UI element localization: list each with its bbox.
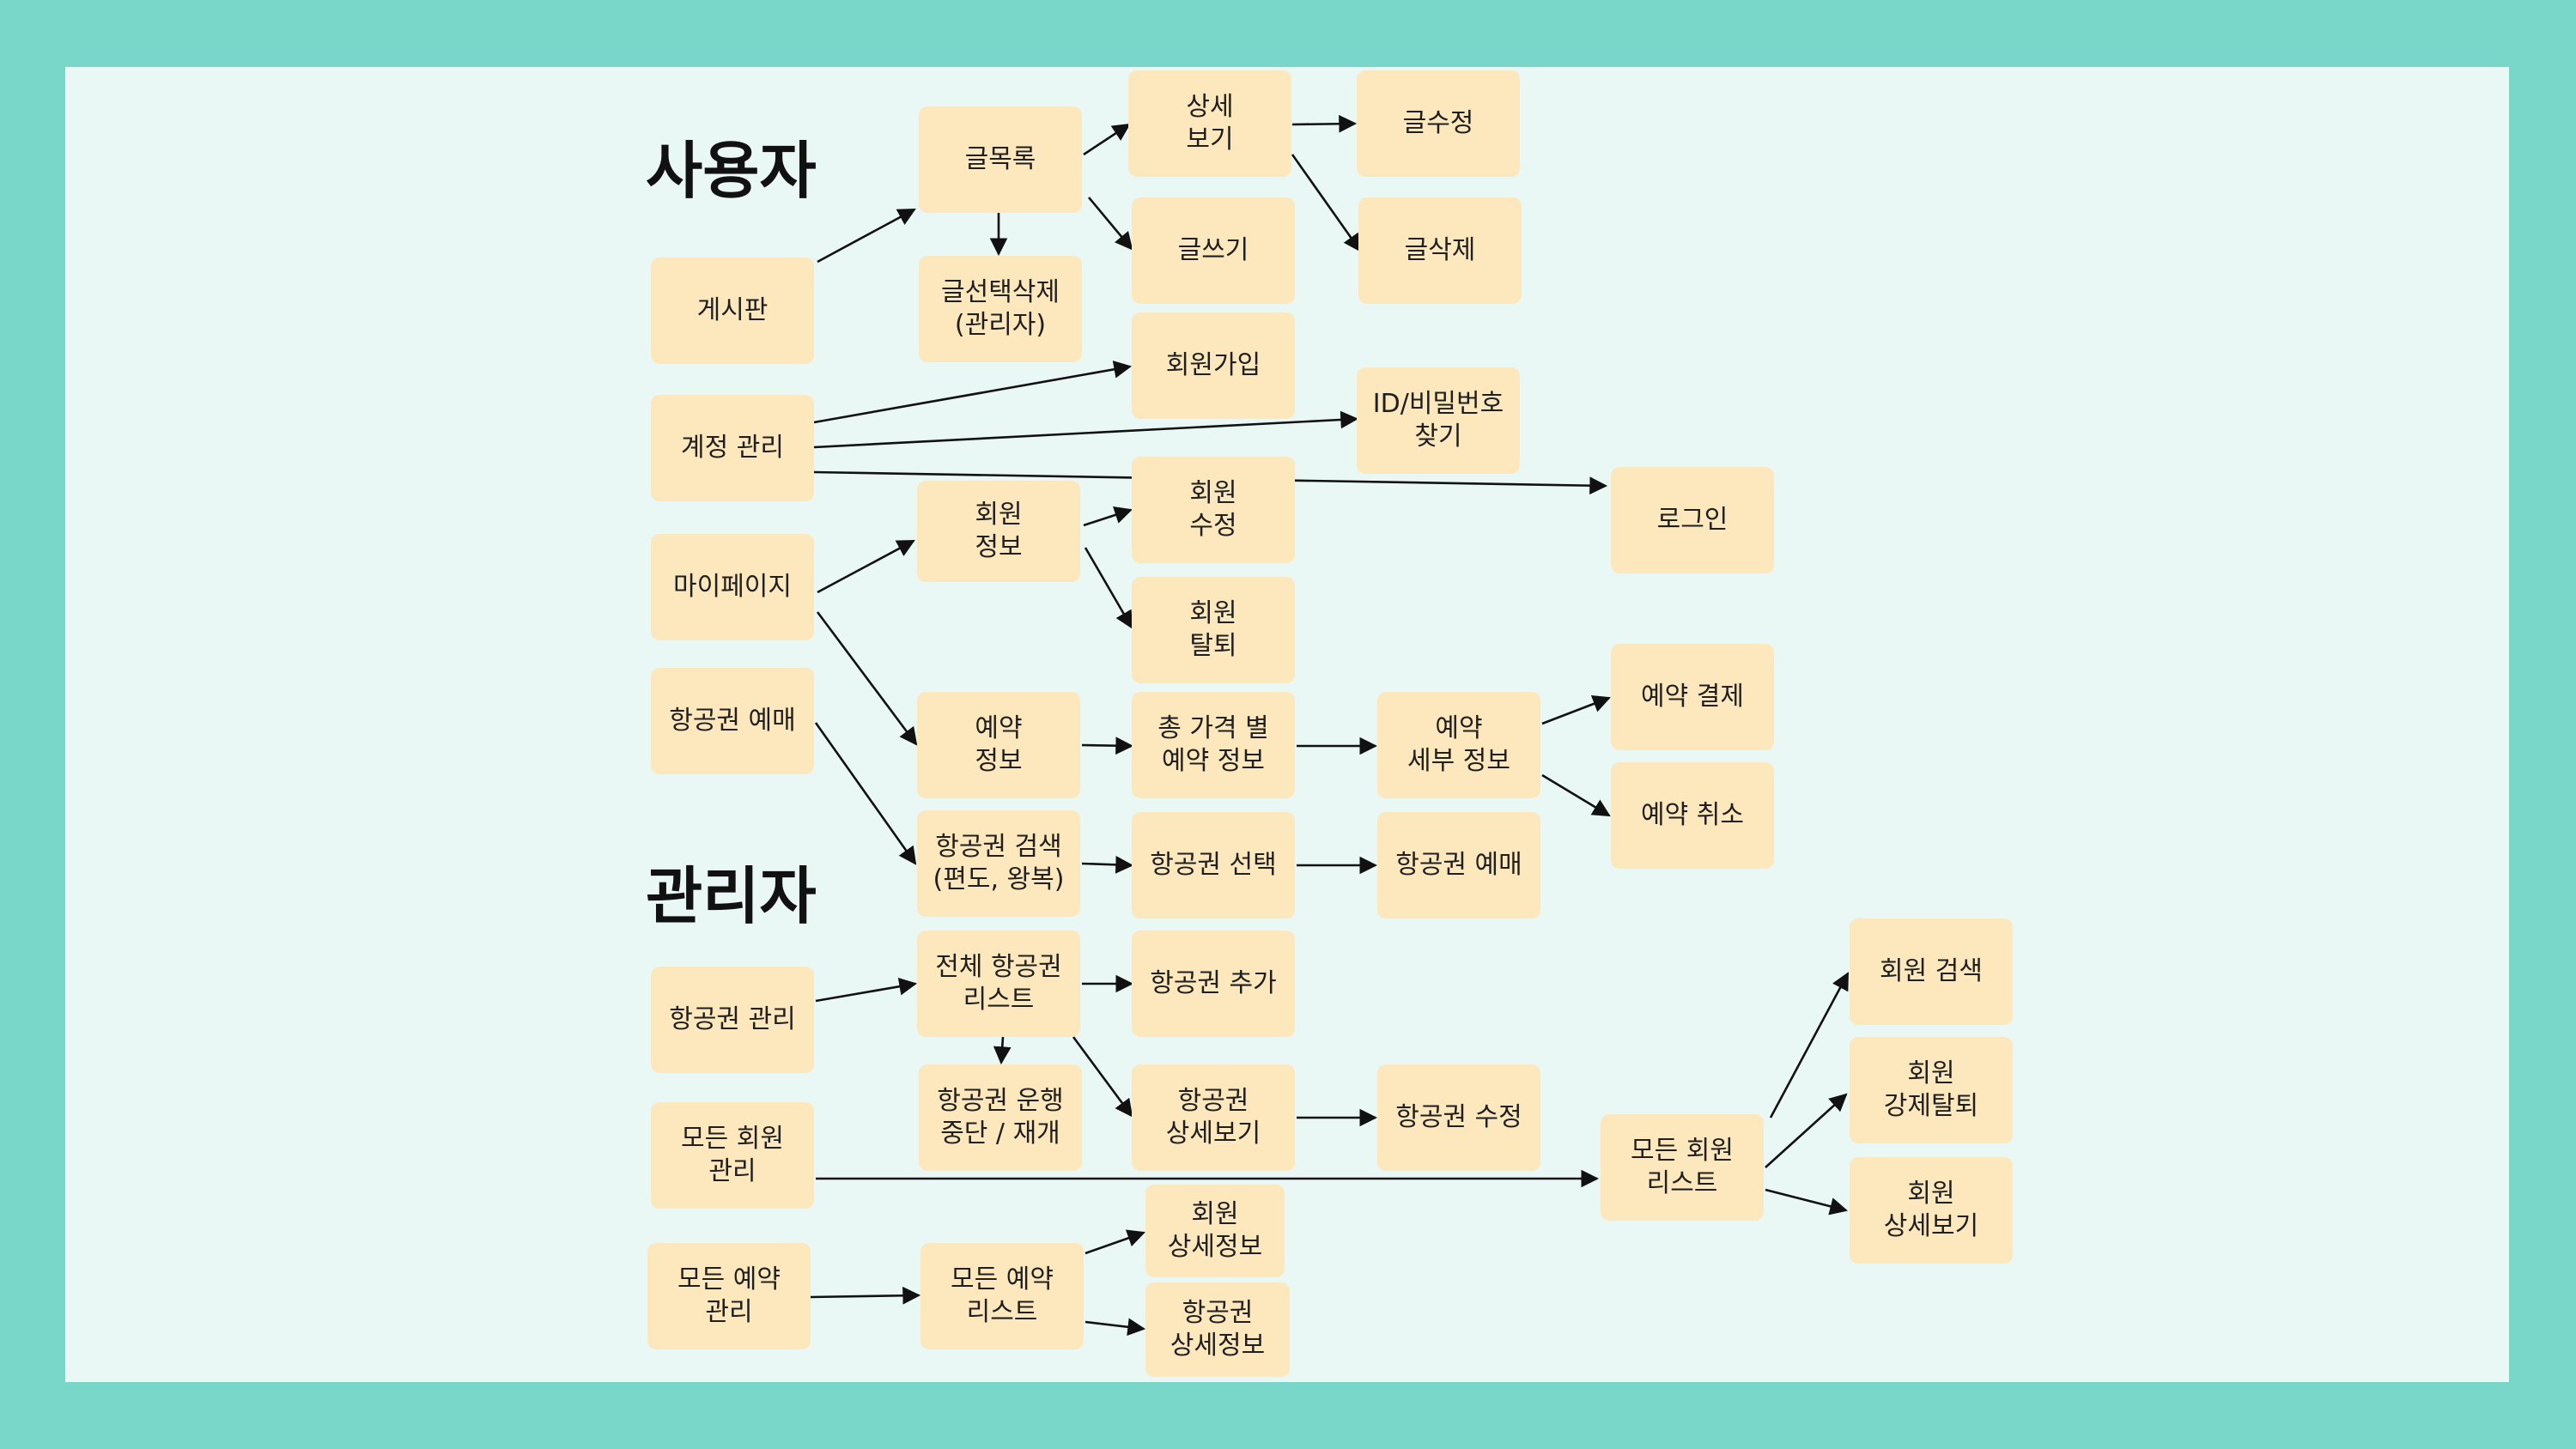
user-section-heading: 사용자 [646,135,817,207]
node-all-reservation-mgmt: 모든 예약 관리 [647,1243,811,1349]
node-post-delete: 글삭제 [1358,197,1522,304]
node-reservation-cancel: 예약 취소 [1611,762,1774,869]
node-member-search: 회원 검색 [1850,919,2013,1025]
node-total-price-reservation: 총 가격 별 예약 정보 [1132,692,1295,798]
node-ticket-mgmt: 항공권 관리 [651,967,814,1073]
node-member-edit: 회원 수정 [1132,457,1295,563]
node-ticket-purchase: 항공권 예매 [1377,812,1540,919]
admin-section-heading: 관리자 [646,860,817,932]
node-ticket-detail-view: 항공권 상세보기 [1132,1064,1295,1171]
node-all-ticket-list: 전체 항공권 리스트 [917,931,1080,1037]
node-ticket-add: 항공권 추가 [1132,931,1295,1037]
node-find-id-pw: ID/비밀번호 찾기 [1357,367,1520,474]
node-account-mgmt: 계정 관리 [651,395,814,501]
node-all-member-list: 모든 회원 리스트 [1601,1114,1764,1221]
node-member-detail-view: 회원 상세보기 [1850,1157,2013,1264]
node-member-info: 회원 정보 [917,481,1080,582]
node-ticket-search: 항공권 검색 (편도, 왕복) [917,810,1080,917]
node-member-detail-info: 회원 상세정보 [1145,1185,1285,1277]
node-all-reservation-list: 모든 예약 리스트 [920,1243,1084,1349]
node-ticket-edit: 항공권 수정 [1377,1064,1540,1171]
node-signup: 회원가입 [1132,312,1295,419]
node-post-list: 글목록 [919,106,1082,213]
node-login: 로그인 [1611,467,1774,573]
node-reservation-payment: 예약 결제 [1611,644,1774,750]
node-all-member-mgmt: 모든 회원 관리 [651,1102,814,1209]
node-ticket-suspend: 항공권 운행 중단 / 재개 [919,1064,1082,1171]
node-ticket-detail-info: 항공권 상세정보 [1145,1282,1290,1377]
node-post-detail: 상세 보기 [1128,70,1291,177]
node-post-write: 글쓰기 [1132,197,1295,304]
node-board: 게시판 [651,258,814,364]
node-reservation-info: 예약 정보 [917,692,1080,798]
node-member-withdraw: 회원 탈퇴 [1132,577,1295,683]
node-post-select-delete: 글선택삭제 (관리자) [919,256,1082,362]
node-reservation-detail: 예약 세부 정보 [1377,692,1540,798]
node-mypage: 마이페이지 [651,534,814,640]
node-member-force-withdraw: 회원 강제탈퇴 [1850,1037,2013,1143]
node-post-edit: 글수정 [1357,70,1520,177]
node-ticket-select: 항공권 선택 [1132,812,1295,919]
node-ticket-booking: 항공권 예매 [651,668,814,774]
